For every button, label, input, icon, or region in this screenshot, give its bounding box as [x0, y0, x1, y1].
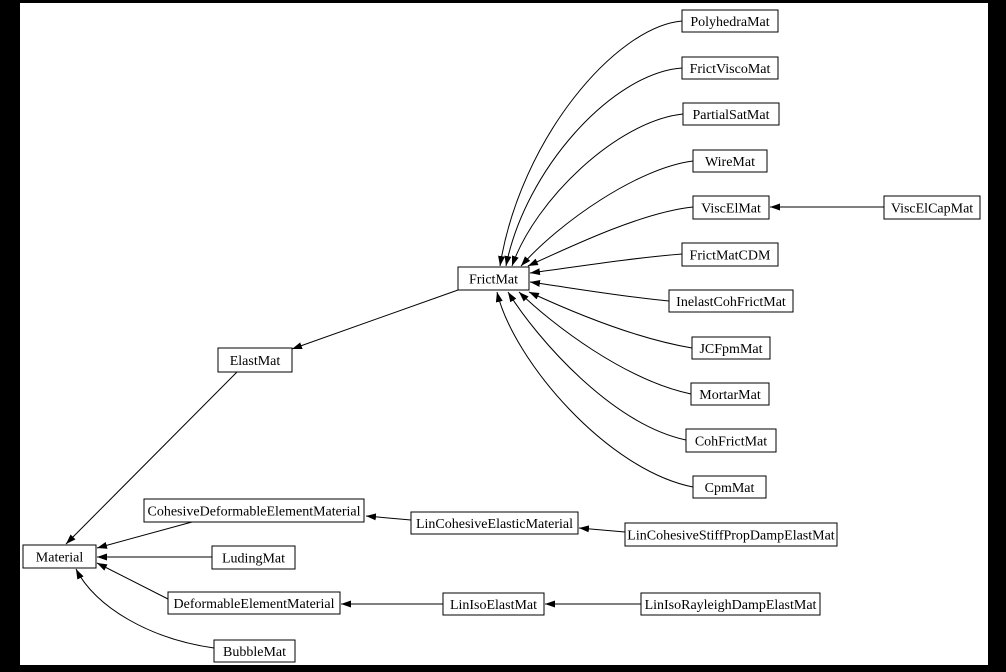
node-LinIsoRayleighDampElastMat[interactable]: LinIsoRayleighDampElastMat: [640, 592, 821, 616]
node-Material[interactable]: Material: [22, 544, 97, 569]
node-box: [167, 591, 341, 615]
node-LinCohesiveStiffPropDampElastMat[interactable]: LinCohesiveStiffPropDampElastMat: [624, 522, 838, 547]
node-box: [640, 592, 821, 616]
node-PartialSatMat[interactable]: PartialSatMat: [682, 102, 780, 126]
node-box: [681, 56, 779, 80]
edge-PartialSatMat-to-FrictMat: [511, 113, 684, 267]
node-box: [692, 195, 770, 220]
edge-LinCohesiveElasticMaterial-to-CohesiveDeformableElementMaterial: [365, 513, 412, 521]
node-box: [685, 428, 777, 453]
edge-LinCohesiveStiffPropDampElastMat-to-LinCohesiveElasticMaterial: [578, 525, 626, 533]
node-label: BubbleMat: [223, 645, 286, 660]
node-MortarMat[interactable]: MortarMat: [690, 382, 770, 406]
node-box: [692, 149, 768, 173]
node-FrictViscoMat[interactable]: FrictViscoMat: [681, 56, 779, 80]
node-FrictMat[interactable]: FrictMat: [457, 266, 530, 291]
node-label: ViscElMat: [701, 202, 761, 217]
node-WireMat[interactable]: WireMat: [692, 149, 768, 173]
node-label: PartialSatMat: [693, 108, 770, 123]
node-box: [691, 336, 771, 360]
node-label: ElastMat: [230, 354, 281, 369]
node-CohFrictMat[interactable]: CohFrictMat: [685, 428, 777, 453]
node-box: [692, 475, 767, 499]
node-label: LinIsoRayleighDampElastMat: [645, 598, 817, 613]
edge-JCFpmMat-to-FrictMat: [528, 291, 693, 349]
edges-layer: [65, 20, 884, 649]
node-ElastMat[interactable]: ElastMat: [217, 347, 293, 373]
node-box: [682, 102, 780, 126]
node-label: WireMat: [705, 155, 755, 170]
node-label: FrictViscoMat: [690, 62, 771, 77]
node-label: CohFrictMat: [695, 435, 767, 450]
node-DeformableElementMaterial[interactable]: DeformableElementMaterial: [167, 591, 341, 615]
edge-MortarMat-to-FrictMat: [518, 291, 692, 395]
edge-InelastCohFrictMat-to-FrictMat: [529, 279, 670, 302]
node-FrictMatCDM[interactable]: FrictMatCDM: [681, 242, 779, 267]
node-label: JCFpmMat: [699, 342, 762, 357]
node-label: CpmMat: [705, 481, 755, 496]
node-BubbleMat[interactable]: BubbleMat: [213, 639, 296, 663]
node-InelastCohFrictMat[interactable]: InelastCohFrictMat: [668, 289, 794, 313]
edge-ViscElMat-to-FrictMat: [527, 206, 694, 267]
edge-ElastMat-to-Material: [65, 371, 238, 545]
node-box: [410, 511, 579, 535]
edge-PolyhedraMat-to-FrictMat: [498, 20, 683, 267]
node-box: [143, 498, 365, 523]
node-box: [690, 382, 770, 406]
node-box: [442, 592, 545, 616]
node-ViscElMat[interactable]: ViscElMat: [692, 195, 770, 220]
edge-WireMat-to-FrictMat: [520, 160, 694, 267]
node-box: [457, 266, 530, 291]
edge-FrictMat-to-ElastMat: [291, 289, 459, 350]
node-box: [217, 347, 293, 373]
node-box: [624, 522, 838, 547]
node-LinIsoElastMat[interactable]: LinIsoElastMat: [442, 592, 545, 616]
node-JCFpmMat[interactable]: JCFpmMat: [691, 336, 771, 360]
node-label: Material: [36, 551, 84, 566]
node-box: [22, 544, 97, 569]
node-label: CohesiveDeformableElementMaterial: [147, 505, 360, 520]
node-label: LinCohesiveElasticMaterial: [416, 517, 573, 532]
node-box: [681, 242, 779, 267]
edge-CpmMat-to-FrictMat: [495, 291, 694, 488]
node-box: [211, 545, 296, 570]
node-label: PolyhedraMat: [690, 15, 769, 30]
node-box: [681, 9, 779, 33]
edge-FrictMatCDM-to-FrictMat: [529, 253, 683, 276]
node-label: InelastCohFrictMat: [676, 295, 786, 310]
edge-FrictViscoMat-to-FrictMat: [504, 67, 683, 267]
edge-BubbleMat-to-Material: [75, 568, 215, 649]
node-LinCohesiveElasticMaterial[interactable]: LinCohesiveElasticMaterial: [410, 511, 579, 535]
node-ViscElCapMat[interactable]: ViscElCapMat: [883, 195, 981, 220]
node-label: MortarMat: [699, 388, 761, 403]
canvas: [20, 3, 988, 665]
node-box: [883, 195, 981, 220]
node-label: ViscElCapMat: [891, 202, 973, 217]
node-CohesiveDeformableElementMaterial[interactable]: CohesiveDeformableElementMaterial: [143, 498, 365, 523]
edge-DeformableElementMaterial-to-Material: [96, 562, 169, 600]
node-PolyhedraMat[interactable]: PolyhedraMat: [681, 9, 779, 33]
node-CpmMat[interactable]: CpmMat: [692, 475, 767, 499]
node-label: FrictMat: [469, 273, 518, 288]
edge-CohFrictMat-to-FrictMat: [507, 291, 687, 441]
node-LudingMat[interactable]: LudingMat: [211, 545, 296, 570]
node-label: FrictMatCDM: [690, 249, 771, 264]
nodes-layer: Material ElastMat FrictMat PolyhedraMatFric…: [22, 9, 981, 663]
node-label: DeformableElementMaterial: [174, 597, 335, 612]
edge-CohesiveDeformableElementMaterial-to-Material: [96, 521, 193, 549]
node-label: LinCohesiveStiffPropDampElastMat: [627, 529, 834, 544]
node-label: LudingMat: [222, 552, 285, 567]
node-box: [668, 289, 794, 313]
node-label: LinIsoElastMat: [450, 598, 537, 613]
node-box: [213, 639, 296, 663]
